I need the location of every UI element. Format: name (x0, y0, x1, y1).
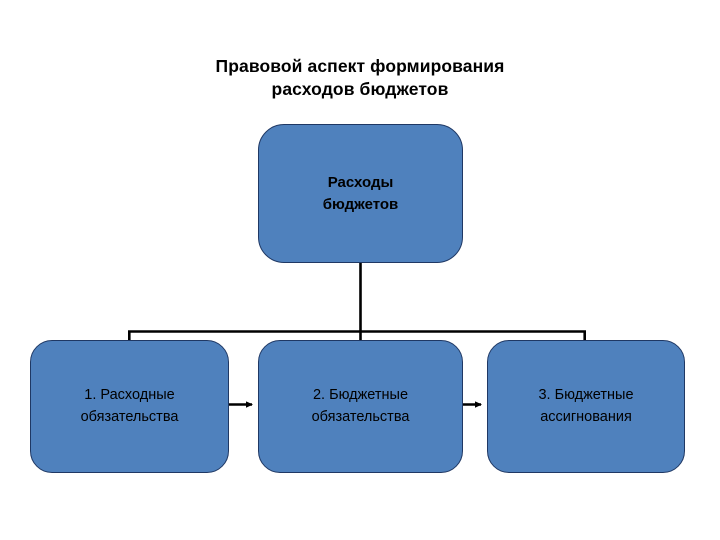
diagram-node-child-3-label: 3. Бюджетные ассигнования (538, 387, 634, 425)
page-title: Правовой аспект формирования расходов бю… (215, 56, 505, 100)
diagram-node-child-1[interactable]: 1. Расходные обязательства (30, 340, 229, 473)
diagram-node-child-2[interactable]: 2. Бюджетные обязательства (258, 340, 463, 473)
diagram-node-child-2-label: 2. Бюджетные обязательства (311, 387, 410, 425)
diagram-node-root-label: Расходы бюджетов (322, 173, 399, 213)
diagram-node-child-3[interactable]: 3. Бюджетные ассигнования (487, 340, 685, 473)
diagram-node-root[interactable]: Расходы бюджетов (258, 124, 463, 263)
diagram-node-child-1-label: 1. Расходные обязательства (80, 387, 179, 425)
